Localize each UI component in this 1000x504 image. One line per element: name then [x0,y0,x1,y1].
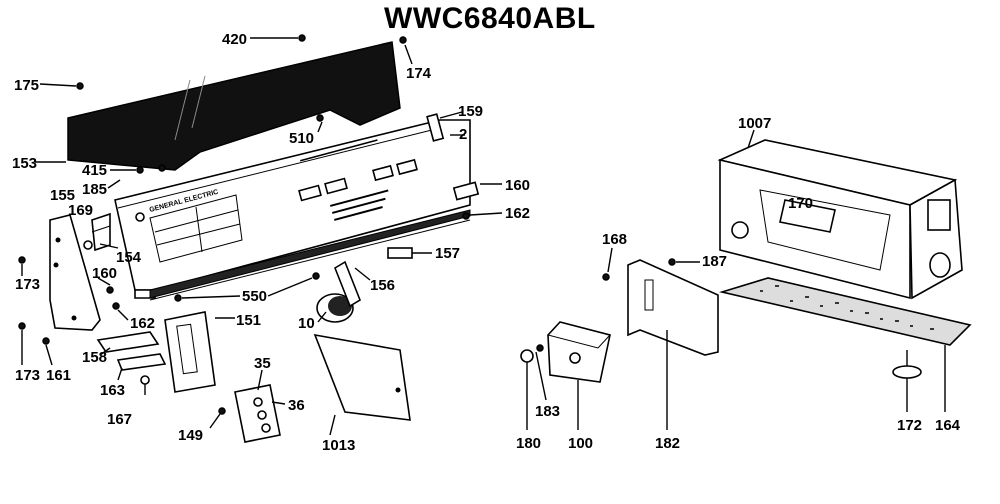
label-161: 161 [46,367,71,384]
part-182-bracket[interactable] [627,259,719,356]
label-550: 550 [242,288,267,305]
label-10: 10 [298,315,315,332]
part-1013-cover[interactable] [313,333,411,421]
label-156: 156 [370,277,395,294]
part-35-switch-block[interactable] [234,384,281,443]
diagram-title: WWC6840ABL [384,2,596,35]
part-rail [149,209,471,301]
part-2-backsplash[interactable]: GENERAL ELECTRIC [114,119,471,299]
part-167-screw[interactable] [140,375,150,395]
label-173-top: 173 [15,276,40,293]
label-160-left: 160 [92,265,117,282]
part-labels: 420 174 175 159 510 2 153 415 185 155 16… [12,31,961,454]
leader-lines [21,37,946,436]
label-154: 154 [116,249,142,266]
label-100: 100 [568,435,593,452]
label-174: 174 [406,65,432,82]
label-160-top: 160 [505,177,530,194]
label-175: 175 [14,77,39,94]
part-164-base-plate[interactable] [718,277,972,346]
part-10-timer-motor[interactable] [316,293,354,323]
part-151-frame[interactable] [164,311,216,393]
label-162-right: 162 [505,205,530,222]
part-1007-housing[interactable] [717,139,963,300]
part-153-glass[interactable] [67,41,401,171]
label-182: 182 [655,435,680,452]
part-158-bracket[interactable] [96,331,160,353]
part-100-module[interactable] [547,321,611,383]
label-163: 163 [100,382,125,399]
label-159: 159 [458,103,483,120]
part-163-bracket[interactable] [116,353,167,371]
part-155-side-bracket[interactable] [49,214,101,331]
part-180-knob[interactable] [520,349,534,372]
label-167: 167 [107,411,132,428]
label-170: 170 [788,195,813,212]
label-185: 185 [82,181,107,198]
label-1007: 1007 [738,115,771,132]
label-158: 158 [82,349,107,366]
label-157: 157 [435,245,460,262]
label-35: 35 [254,355,271,372]
label-149: 149 [178,427,203,444]
label-172: 172 [897,417,922,434]
label-173-bottom: 173 [15,367,40,384]
part-156-clip[interactable] [334,260,361,308]
label-155: 155 [50,187,75,204]
part-159-lens[interactable] [426,113,445,142]
label-2: 2 [459,126,467,143]
label-1013: 1013 [322,437,355,454]
part-157-switch[interactable] [387,247,413,259]
label-187: 187 [702,253,727,270]
label-510: 510 [289,130,314,147]
part-154-bracket[interactable] [91,212,111,252]
label-151: 151 [236,312,261,329]
label-169: 169 [68,202,93,219]
part-172-foot[interactable] [892,350,922,379]
label-164: 164 [935,417,961,434]
label-168: 168 [602,231,627,248]
screws [18,34,676,415]
part-160-knob[interactable] [452,181,480,201]
label-162-left: 162 [130,315,155,332]
label-180: 180 [516,435,541,452]
label-420: 420 [222,31,247,48]
label-36: 36 [288,397,305,414]
label-415: 415 [82,162,107,179]
label-153: 153 [12,155,37,172]
label-183: 183 [535,403,560,420]
